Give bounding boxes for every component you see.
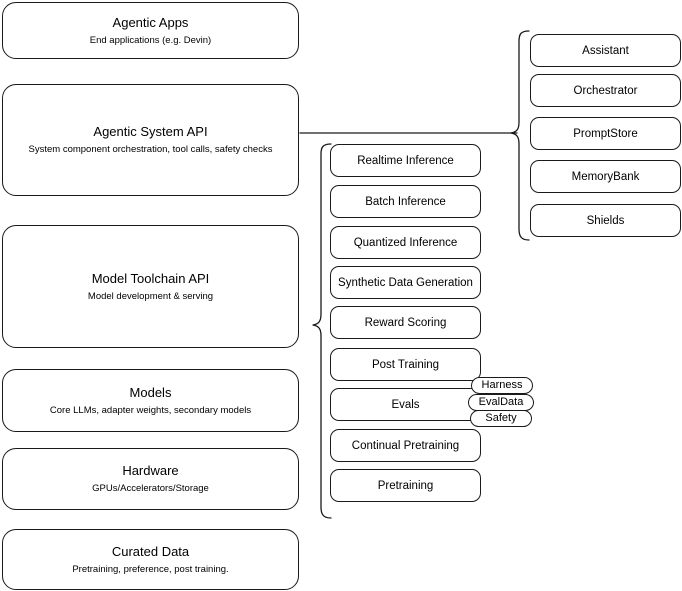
layer-title: Agentic System API: [93, 124, 208, 139]
stack-layer-model-toolchain-api[interactable]: Model Toolchain API Model development & …: [2, 225, 299, 348]
stack-layer-curated-data[interactable]: Curated Data Pretraining, preference, po…: [2, 529, 299, 590]
chip-label: Shields: [586, 214, 625, 227]
stack-layer-models[interactable]: Models Core LLMs, adapter weights, secon…: [2, 369, 299, 432]
layer-title: Models: [129, 384, 172, 400]
stack-layer-agentic-apps[interactable]: Agentic Apps End applications (e.g. Devi…: [2, 2, 299, 59]
layer-subtitle: Model development & serving: [87, 290, 214, 302]
layer-title: Agentic Apps: [112, 14, 189, 30]
evals-badge-safety[interactable]: Safety: [470, 410, 532, 427]
badge-label: Safety: [485, 412, 517, 424]
chip-label: Continual Pretraining: [351, 439, 460, 452]
brace-toolchain-components: [312, 143, 332, 519]
chip-label: Orchestrator: [573, 84, 638, 97]
evals-badge-evaldata[interactable]: EvalData: [468, 394, 534, 411]
layer-subtitle: Pretraining, preference, post training.: [72, 563, 229, 575]
layer-subtitle: End applications (e.g. Devin): [89, 34, 212, 46]
chip-label: Pretraining: [377, 479, 434, 492]
toolchain-chip-continual-pretraining[interactable]: Continual Pretraining: [330, 429, 481, 462]
system-chip-promptstore[interactable]: PromptStore: [530, 117, 681, 150]
badge-label: EvalData: [478, 396, 524, 408]
system-chip-orchestrator[interactable]: Orchestrator: [530, 74, 681, 107]
toolchain-chip-realtime-inference[interactable]: Realtime Inference: [330, 144, 481, 177]
toolchain-chip-post-training[interactable]: Post Training: [330, 348, 481, 381]
system-chip-assistant[interactable]: Assistant: [530, 34, 681, 67]
stack-layer-hardware[interactable]: Hardware GPUs/Accelerators/Storage: [2, 448, 299, 510]
toolchain-chip-quantized-inference[interactable]: Quantized Inference: [330, 226, 481, 259]
layer-title: Hardware: [122, 463, 179, 478]
layer-subtitle: System component orchestration, tool cal…: [28, 144, 273, 155]
layer-title: Curated Data: [111, 543, 190, 559]
brace-system-components: [510, 30, 530, 241]
chip-label: MemoryBank: [571, 170, 640, 183]
chip-label: Synthetic Data Generation: [338, 276, 473, 289]
chip-label: Batch Inference: [365, 195, 446, 208]
stack-layer-agentic-system-api[interactable]: Agentic System API System component orch…: [2, 84, 299, 196]
chip-label: Assistant: [582, 44, 629, 57]
toolchain-chip-batch-inference[interactable]: Batch Inference: [330, 185, 481, 218]
chip-label: PromptStore: [573, 127, 638, 140]
chip-label: Post Training: [371, 358, 440, 371]
toolchain-chip-reward-scoring[interactable]: Reward Scoring: [330, 306, 481, 339]
layer-subtitle: GPUs/Accelerators/Storage: [92, 483, 209, 494]
toolchain-chip-pretraining[interactable]: Pretraining: [330, 469, 481, 502]
system-chip-memorybank[interactable]: MemoryBank: [530, 160, 681, 193]
chip-label: Realtime Inference: [357, 154, 454, 167]
evals-badge-harness[interactable]: Harness: [471, 377, 533, 394]
chip-label: Quantized Inference: [353, 236, 458, 249]
toolchain-chip-evals[interactable]: Evals: [330, 388, 481, 421]
chip-label: Evals: [391, 398, 420, 411]
toolchain-chip-synthetic-data-generation[interactable]: Synthetic Data Generation: [330, 266, 481, 299]
chip-label: Reward Scoring: [364, 316, 447, 329]
system-chip-shields[interactable]: Shields: [530, 204, 681, 237]
badge-label: Harness: [481, 379, 523, 391]
layer-title: Model Toolchain API: [91, 270, 210, 286]
layer-subtitle: Core LLMs, adapter weights, secondary mo…: [49, 404, 252, 416]
